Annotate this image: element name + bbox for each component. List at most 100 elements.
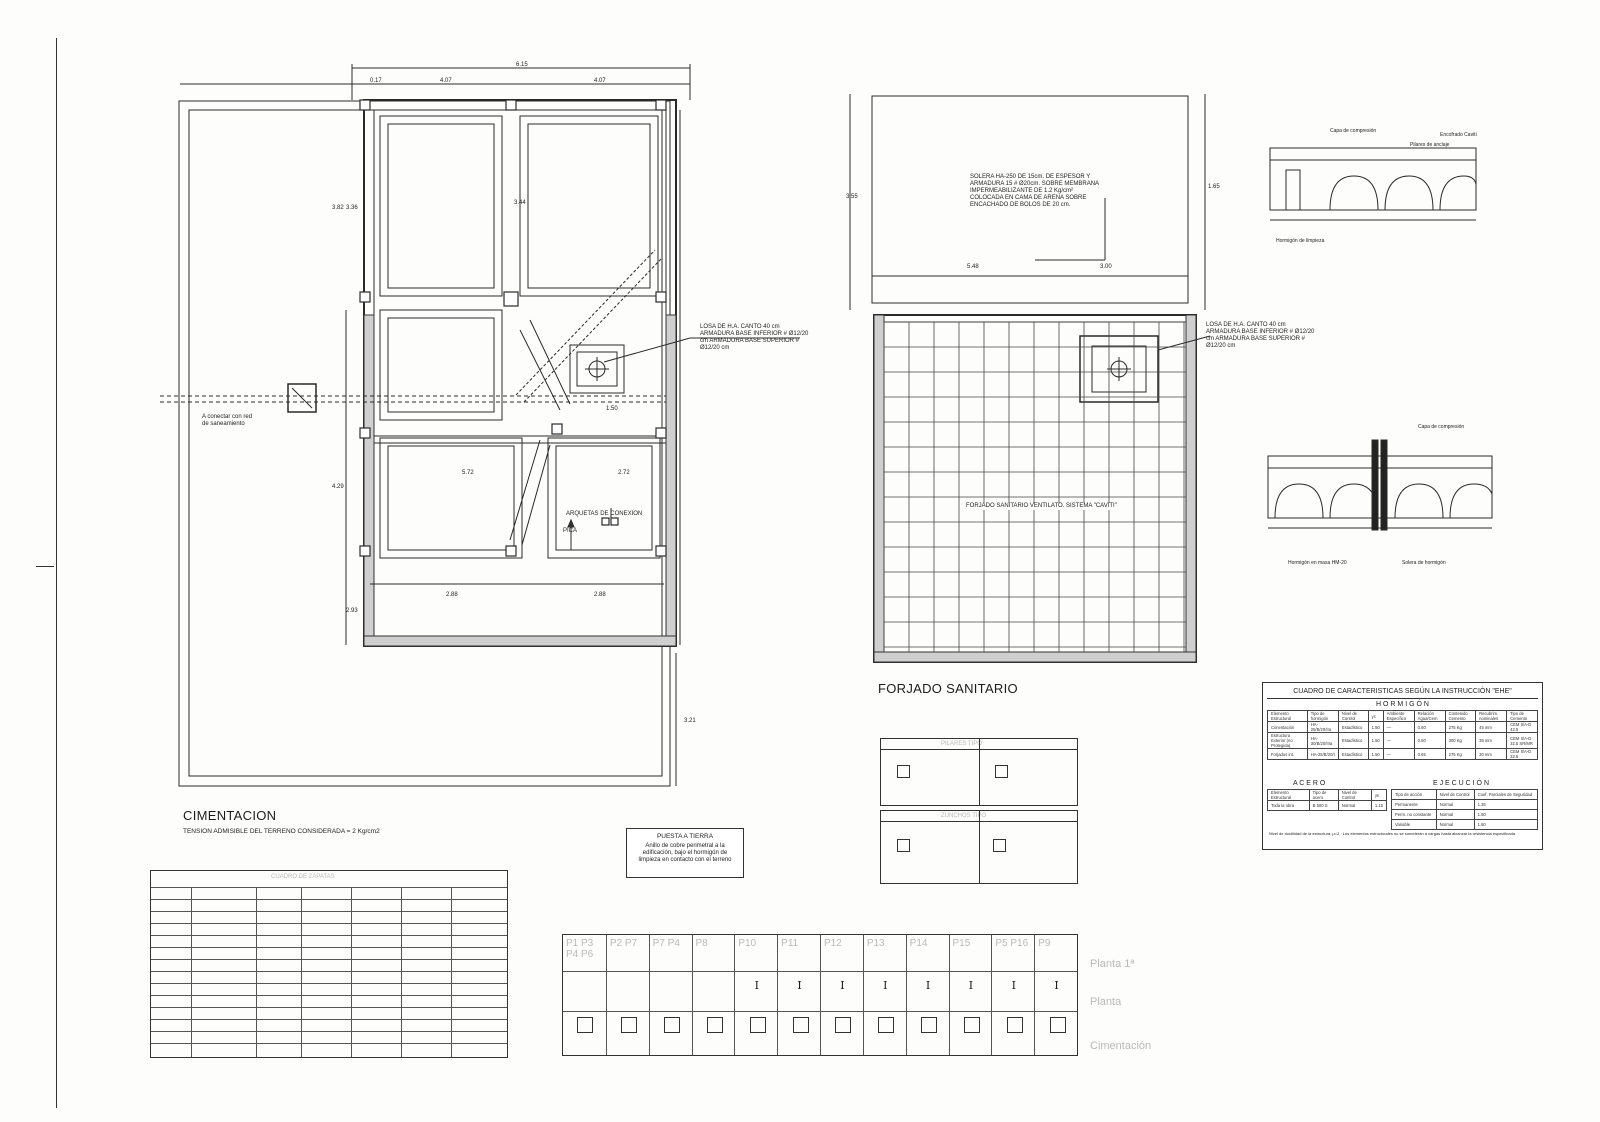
ehe-characteristics-table: CUADRO DE CARACTERISTICAS SEGÚN LA INSTR… [1262, 682, 1543, 850]
hormigon-col-header: Contenido Cemento [1444, 710, 1477, 722]
footing-bay-5 [547, 437, 661, 559]
pillar-section-icon [1006, 1017, 1023, 1033]
hormigon-cell: Estadístico [1337, 721, 1369, 733]
dim-label: 4.29 [332, 484, 344, 490]
strip-column-header: P2 P7 [609, 938, 638, 949]
dim-label: 3.82 [332, 205, 344, 211]
pillar-section-icon [921, 1017, 938, 1033]
ehe-acero-header: A C E R O [1293, 780, 1326, 787]
strip-column: P8 [691, 935, 736, 1055]
hormigon-col-header: γc [1367, 710, 1384, 722]
strip-column: P7 P4 [648, 935, 693, 1055]
ejecucion-col-header: Nivel de Control [1435, 789, 1475, 800]
ejecucion-cell: Normal [1435, 819, 1475, 830]
solera-area [871, 95, 1189, 304]
hormigon-cell: 1.50 [1367, 732, 1384, 749]
pillar-beam-icon: I [754, 979, 759, 992]
forjado-pit-slab [1079, 335, 1159, 403]
strip-column-header: P1 P3 P4 P6 [566, 938, 594, 960]
dim-label: 3.00 [1100, 264, 1112, 270]
zapatas-col-line [401, 887, 402, 1057]
pillar-beam-icon: I [1011, 979, 1016, 992]
zapatas-col-line [451, 887, 452, 1057]
connection-manhole [287, 383, 317, 413]
strip-row-label: Planta [1090, 996, 1122, 1008]
hormigon-cell: HA-25/B/20/I [1306, 748, 1339, 760]
hormigon-row: Estructura Exterior (no Protegida)HA-30/… [1267, 732, 1538, 749]
zapatas-row-line [151, 1031, 507, 1032]
dim-label: 1.50 [606, 406, 618, 412]
cuadro-zapatas-title: CUADRO DE ZAPATAS [271, 874, 335, 880]
pillar-section-icon [1049, 1017, 1066, 1033]
zapatas-row-line [151, 911, 507, 912]
section-label: Hormigón de limpieza [1276, 238, 1325, 244]
zapatas-row-line [151, 1043, 507, 1044]
hormigon-col-header: Tipo de Cemento [1506, 710, 1538, 722]
section-detail-bottom [1267, 455, 1493, 519]
acero-cell: B 500 S [1308, 800, 1339, 811]
forjado-title: FORJADO SANITARIO [878, 681, 1018, 696]
hormigon-col-header: Elemento Estructural [1267, 710, 1308, 722]
hormigon-cell: 0.65 [1413, 748, 1446, 760]
zunchos-tipo-title: ZUNCHOS TIPO [941, 813, 987, 819]
zapatas-row-line [151, 1007, 507, 1008]
section-label: Encofrado Caviti [1440, 132, 1477, 138]
strip-column-header: P7 P4 [652, 938, 680, 949]
zunchos-tipo-box: ZUNCHOS TIPO [880, 810, 1078, 884]
section-label: Hormigón en masa HM-20 [1288, 560, 1347, 566]
strip-column-header: P15 [952, 938, 971, 949]
puesta-tierra-title: PUESTA A TIERRA [656, 833, 714, 840]
ehe-hormigon-header: H O R M I G Ó N [1376, 701, 1429, 708]
strip-row-label: Planta 1ª [1090, 958, 1135, 970]
hormigon-cell: 35 mm [1475, 732, 1508, 749]
caviti-grid [883, 321, 1186, 652]
pillar-beam-icon: I [925, 979, 931, 992]
hormigon-cell: — [1382, 732, 1415, 749]
ejecucion-col-header: Tipo de acción [1391, 789, 1437, 800]
dim-label: 2.93 [346, 608, 358, 614]
hormigon-cell: Estadístico [1337, 732, 1369, 749]
hormigon-col-header: Recubrim. nominales [1475, 710, 1508, 722]
zapatas-row-line [151, 995, 507, 996]
cimentacion-losa-note: LOSA DE H.A. CANTO 40 cm ARMADURA BASE I… [700, 324, 809, 351]
dim-label: 3.21 [684, 718, 696, 724]
strip-column-header: P9 [1038, 938, 1051, 949]
dim-label: 0.17 [370, 78, 382, 84]
strip-column-header: P8 [695, 938, 708, 949]
strip-column-header: P11 [781, 938, 799, 949]
hormigon-cell: CEM II/A-D 42.5 [1506, 721, 1538, 733]
dim-label: 1.65 [1208, 184, 1220, 190]
diagonal-footing [519, 329, 561, 411]
pica-label: PICA [563, 528, 578, 534]
footing-bay-4 [379, 437, 523, 559]
ehe-footnote: Nivel de ductilidad de la estructura: μ=… [1269, 831, 1516, 836]
hormigon-cell: HA-30/B/20/IIIa [1306, 732, 1339, 749]
hormigon-cell: CEM II/A-D 32.5 [1506, 748, 1538, 760]
zapatas-row-line [151, 983, 507, 984]
hormigon-cell: 45 mm [1475, 721, 1508, 733]
pillar-beam-icon: I [968, 979, 974, 992]
zapatas-row-line [151, 887, 507, 888]
zapatas-col-line [191, 887, 192, 1057]
strip-column-header: P12 [824, 938, 842, 949]
hormigon-cell: Forjados int. [1267, 748, 1308, 760]
zapatas-row-line [151, 1019, 507, 1020]
hormigon-cell: 275 Kg [1444, 721, 1477, 733]
pillar-beam-icon: I [840, 979, 845, 992]
dim-label: 4.07 [440, 78, 452, 84]
zapatas-col-line [256, 887, 257, 1057]
dim-label: 3.55 [846, 194, 858, 200]
hormigon-cell: 0.60 [1413, 721, 1446, 733]
pillar-section-icon [835, 1017, 852, 1033]
section-label: Capa de compresión [1418, 424, 1465, 430]
acero-col-header: Nivel de Control [1337, 789, 1372, 801]
ejecucion-cell: 1.50 [1473, 809, 1539, 820]
